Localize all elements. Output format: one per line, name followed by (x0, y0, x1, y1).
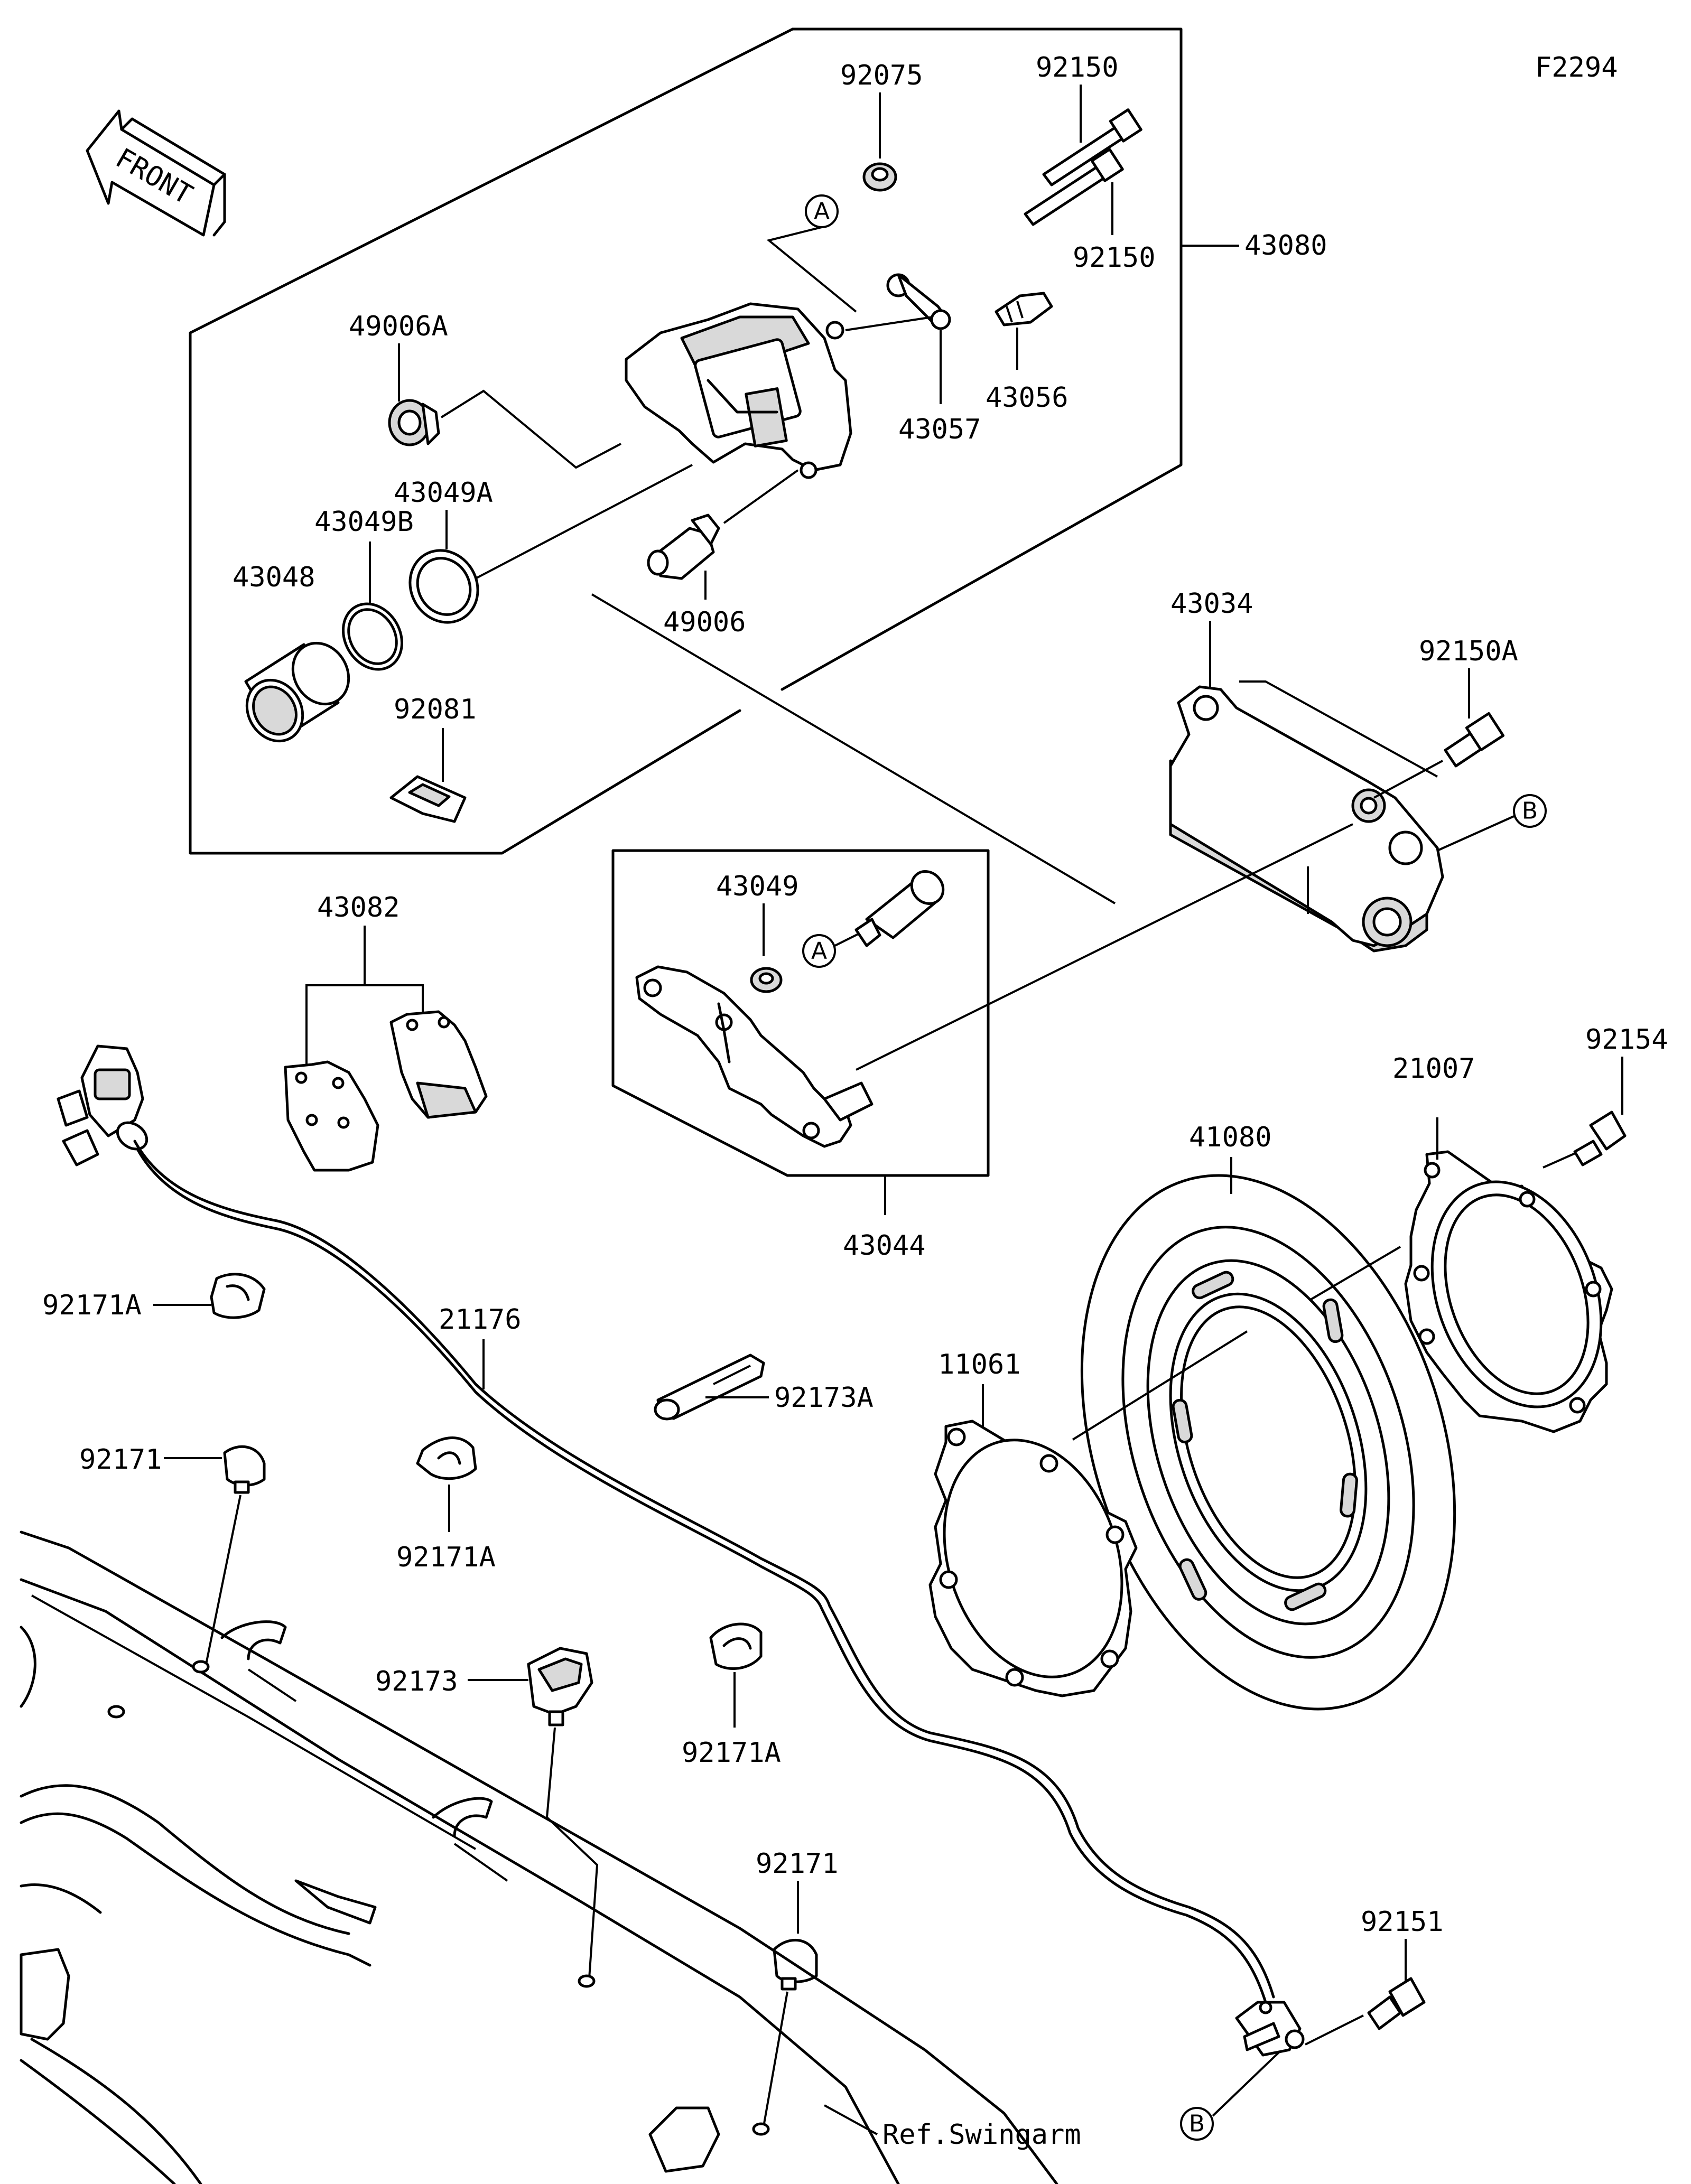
slide-pin-sleeve (854, 870, 945, 947)
leader-92151-sensor (1305, 2014, 1364, 2046)
bracket-assembly-outline (611, 849, 990, 1177)
pad-spring-92081 (389, 775, 467, 823)
label-43057: 43057 (898, 414, 981, 445)
label-92150-top: 92150 (1036, 52, 1119, 83)
clamp-92171A-2 (416, 1436, 477, 1480)
callout-b-bottom (1180, 2107, 1214, 2141)
label-43048: 43048 (233, 562, 315, 593)
abs-sensor-connector (57, 1044, 148, 1166)
callout-a-bottom-text: A (811, 938, 827, 965)
leader-92171-2-hole (763, 1991, 788, 2127)
abs-sensor-wire-21176 (133, 1140, 1275, 1999)
leader-49006A-caliper (440, 389, 621, 469)
label-41080: 41080 (1189, 1122, 1272, 1153)
leader-92173-hole (545, 1727, 599, 1979)
label-92171-2: 92171 (756, 1848, 839, 1880)
label-92150A: 92150A (1419, 636, 1518, 667)
label-92171A-3: 92171A (682, 1737, 781, 1769)
label-21176: 21176 (439, 1304, 522, 1336)
brake-pad-right (389, 1010, 488, 1119)
pulser-ring-21007 (1404, 1150, 1613, 1433)
leader-caliper-to-bracket (591, 593, 1116, 904)
brake-disc-41080 (1080, 1174, 1456, 1711)
swingarm-reference (20, 1530, 1058, 2184)
label-92075: 92075 (840, 60, 923, 91)
washer-43049 (750, 967, 783, 993)
leader-41080-ring (1309, 1246, 1401, 1301)
bolt-92151 (1367, 1977, 1426, 2030)
label-92171A-1: 92171A (42, 1290, 142, 1321)
leader-43082-bracket (305, 984, 424, 1065)
caliper-assembly-outline-left (189, 27, 794, 855)
leader-caliper-to-43057 (845, 316, 933, 331)
piston-43048 (244, 641, 350, 743)
callout-b-bottom-text: B (1189, 2111, 1205, 2138)
label-49006A: 49006A (349, 311, 448, 342)
label-43044: 43044 (843, 1230, 926, 1262)
clamp-plate-92173A (654, 1354, 765, 1421)
pin-92150-b (1024, 148, 1124, 226)
torque-link-43034 (1169, 685, 1444, 953)
leader-ref-swingarm (824, 2104, 878, 2135)
label-92154: 92154 (1585, 1024, 1668, 1056)
label-43082: 43082 (317, 892, 400, 923)
figure-id: F2294 (1535, 52, 1618, 83)
abs-sensor-wire-21176-b (136, 1147, 1267, 2004)
pin-boot-49006 (647, 514, 720, 580)
label-92171-1: 92171 (79, 1444, 162, 1476)
dust-boot-49006A (388, 399, 440, 446)
label-49006: 49006 (663, 606, 746, 638)
bolt-92150A (1444, 712, 1505, 768)
callout-b-top (1513, 794, 1547, 828)
label-43056: 43056 (986, 382, 1069, 414)
bleeder-valve-43056 (995, 292, 1053, 326)
bleeder-cap-43057 (886, 273, 951, 330)
leader-43049A-caliper (475, 464, 693, 580)
caliper-bracket (635, 965, 874, 1148)
caliper-assembly-outline (781, 27, 1183, 691)
label-43049: 43049 (716, 871, 799, 902)
leader-callout-a-top (766, 226, 857, 313)
leader-callout-b-bottom (1212, 2051, 1280, 2117)
label-43034: 43034 (1170, 588, 1253, 620)
leader-callout-b-top (1437, 815, 1515, 852)
label-11061: 11061 (938, 1349, 1021, 1380)
seal-92075 (862, 162, 897, 192)
pin-92150-a (1042, 108, 1142, 186)
label-43049A: 43049A (394, 477, 493, 509)
wheel-speed-sensor (1235, 2001, 1305, 2057)
piston-seal-43049A (408, 549, 479, 624)
label-92173A: 92173A (774, 1382, 874, 1414)
leader-92171-1-hole (205, 1495, 241, 1665)
label-92081: 92081 (394, 694, 477, 725)
label-92150-bottom: 92150 (1073, 242, 1156, 274)
disc-gasket-11061 (928, 1420, 1138, 1697)
label-43080: 43080 (1244, 230, 1327, 262)
leader-43034-b (1239, 680, 1438, 778)
clip-92171-1 (223, 1445, 266, 1494)
leader-92150A-link (1373, 760, 1443, 799)
label-92171A-2: 92171A (396, 1542, 496, 1573)
label-43049B: 43049B (314, 506, 414, 538)
ref-swingarm-label: Ref.Swingarm (882, 2119, 1081, 2151)
brake-pad-left (284, 1060, 379, 1172)
label-21007: 21007 (1392, 1053, 1475, 1085)
clamp-92171A-3 (709, 1622, 763, 1670)
clamp-92171A-1 (210, 1273, 266, 1319)
brake-caliper-body (625, 302, 852, 479)
label-92151: 92151 (1361, 1906, 1444, 1938)
bolt-92154 (1573, 1110, 1627, 1166)
front-arrow-icon: FRONT (86, 109, 226, 237)
clamp-92173 (527, 1647, 593, 1726)
dust-seal-43049B (341, 602, 404, 671)
label-92173: 92173 (375, 1666, 458, 1697)
callout-b-top-text: B (1522, 798, 1538, 825)
callout-a-top-text: A (814, 198, 830, 225)
callout-a-bottom (802, 934, 836, 968)
leader-49006-caliper (723, 469, 799, 524)
leader-link-to-bracket (856, 823, 1353, 1071)
leader-41080-gasket (1072, 1330, 1248, 1441)
